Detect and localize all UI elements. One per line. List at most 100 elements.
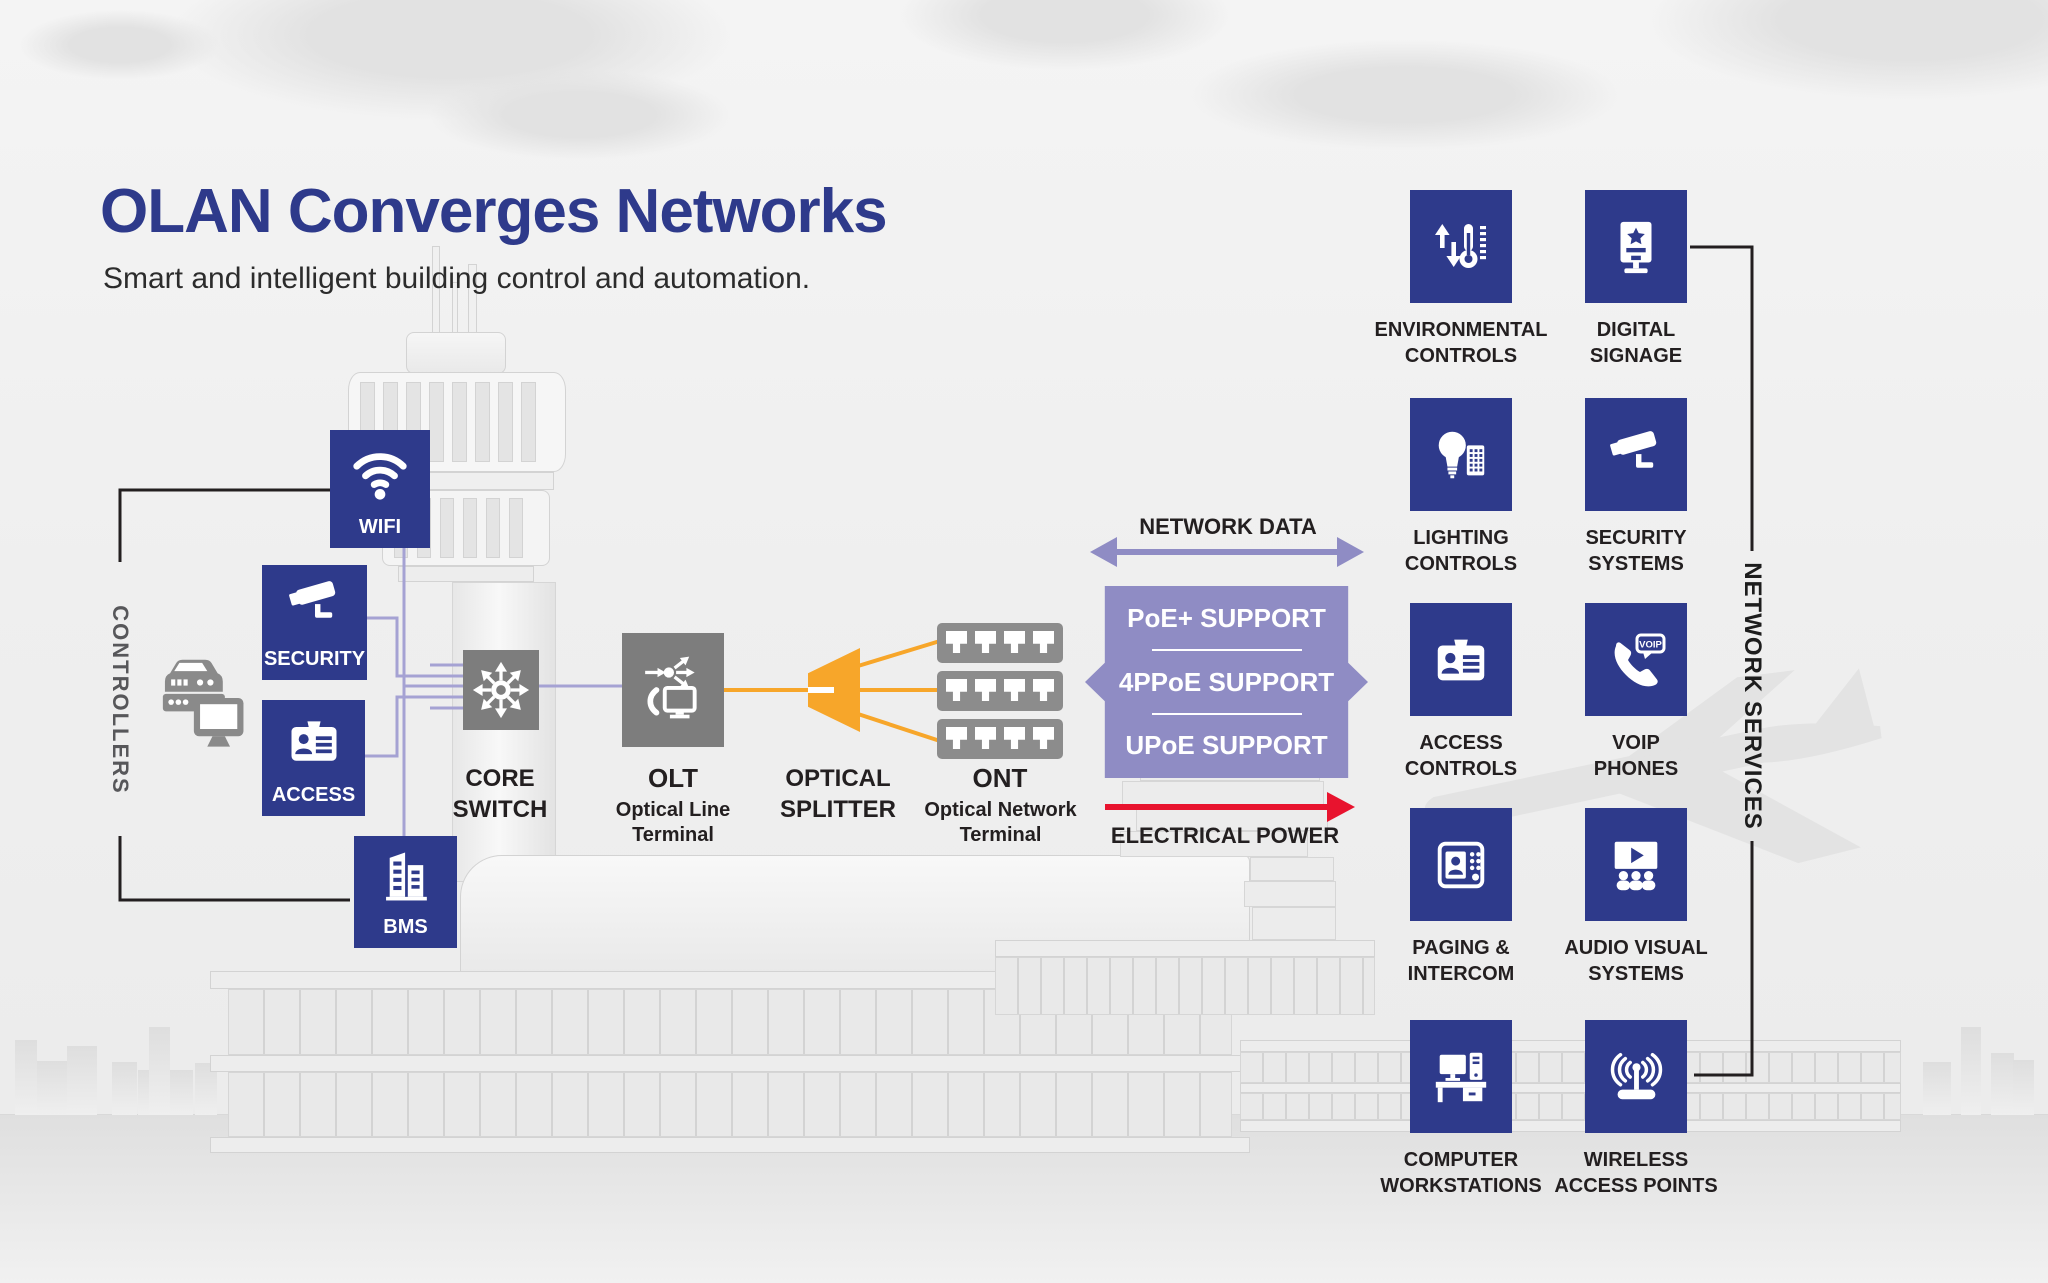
tower-cab-slat — [486, 498, 500, 558]
brick-slab — [1244, 881, 1336, 907]
service-label: ACCESS CONTROLS — [1404, 732, 1518, 780]
node-access: ACCESS — [262, 700, 365, 816]
voip-bubble-text: VOIP — [1639, 639, 1662, 650]
core-switch-icon — [470, 659, 532, 721]
wing-upper-glass — [995, 957, 1375, 1015]
node-wifi: WIFI — [330, 430, 430, 548]
skyline-building — [15, 1040, 37, 1115]
bracket-lines — [118, 245, 1754, 1077]
network-data-arrow — [1090, 537, 1364, 567]
wifi-icon — [348, 441, 412, 548]
rj45-port-icon — [1004, 631, 1025, 653]
tower-cab-slat — [521, 382, 536, 462]
ont-label: ONT — [972, 763, 1028, 793]
wing-band — [1240, 1040, 1901, 1052]
airplane-silhouette — [1424, 668, 1882, 864]
poe-line: 4PPoE SUPPORT — [1118, 666, 1335, 697]
olt-icon — [640, 655, 706, 725]
tower-cab-slat — [429, 382, 444, 462]
rj45-port-icon — [1033, 727, 1054, 749]
page-subtitle: Smart and intelligent building control a… — [103, 262, 811, 295]
buildings-icon — [376, 847, 436, 948]
terminal-glass-lower — [228, 1072, 1232, 1137]
brick-slab — [1122, 781, 1324, 805]
controllers-icon — [148, 636, 248, 760]
service-audio-visual: AUDIO VISUAL SYSTEMS — [1564, 808, 1708, 985]
ont-port-row — [937, 671, 1063, 711]
core-switch-label: CORE SWITCH — [452, 765, 548, 823]
node-bms: BMS — [354, 836, 457, 948]
service-label: SECURITY SYSTEMS — [1585, 527, 1687, 575]
tower-cab-slat — [498, 382, 513, 462]
av-screen-icon — [1605, 834, 1667, 896]
service-paging-intercom: PAGING & INTERCOM — [1408, 808, 1514, 985]
olt-label: OLT — [647, 763, 699, 793]
olt-sublabel: Optical Line Terminal — [615, 799, 731, 846]
divider — [1151, 712, 1302, 715]
cloud — [1190, 40, 1620, 150]
wing-glass — [1240, 1093, 1901, 1120]
service-digital-signage: DIGITAL SIGNAGE — [1585, 190, 1687, 367]
service-label: ENVIRONMENTAL CONTROLS — [1374, 319, 1548, 367]
brick-slab — [1252, 907, 1336, 940]
service-lighting-controls: LIGHTING CONTROLS — [1405, 398, 1517, 575]
wing-base-band — [1240, 1120, 1901, 1132]
lightbulb-icon — [1430, 424, 1492, 486]
service-label: VOIP PHONES — [1593, 732, 1679, 780]
electrical-power-arrow — [1105, 792, 1355, 822]
rj45-port-icon — [1033, 631, 1054, 653]
skyline-building — [149, 1027, 170, 1115]
voip-phone-icon: VOIP — [1604, 628, 1668, 692]
skyline-building — [112, 1062, 137, 1115]
core-switch-box — [463, 650, 539, 730]
terminal-glass-upper — [228, 989, 1232, 1055]
wing-glass — [1240, 1052, 1901, 1083]
skyline-building — [1961, 1027, 1981, 1115]
tower-cab-slat — [440, 498, 454, 558]
tower-cab-slat — [509, 498, 523, 558]
rj45-port-icon — [946, 631, 967, 653]
node-label: WIFI — [358, 516, 402, 538]
poe-line: UPoE SUPPORT — [1125, 730, 1328, 760]
wing-upper-band — [995, 940, 1375, 957]
skyline-building — [2013, 1060, 2034, 1115]
service-label: AUDIO VISUAL SYSTEMS — [1564, 937, 1708, 985]
thermometer-icon — [1429, 215, 1493, 279]
rj45-port-icon — [946, 727, 967, 749]
network-services-bracket-label: NETWORK SERVICES — [1739, 562, 1766, 830]
tower-cab-slat — [463, 498, 477, 558]
service-environmental-controls: ENVIRONMENTAL CONTROLS — [1375, 190, 1547, 367]
page-title: OLAN Converges Networks — [100, 177, 888, 246]
rj45-port-icon — [946, 679, 967, 701]
rj45-port-icon — [975, 727, 996, 749]
id-card-icon — [283, 711, 345, 816]
splitter-slit — [808, 687, 834, 693]
node-label: SECURITY — [263, 648, 366, 670]
node-label: BMS — [383, 916, 428, 938]
skyline-building — [1923, 1062, 1951, 1115]
service-label: WIRELESS ACCESS POINTS — [1554, 1149, 1718, 1197]
id-card-icon — [1429, 629, 1493, 691]
ont-port-row — [937, 623, 1063, 663]
service-label: DIGITAL SIGNAGE — [1589, 319, 1683, 367]
brick-slab — [1250, 857, 1334, 881]
rj45-port-icon — [1004, 679, 1025, 701]
ont-sublabel: Optical Network Terminal — [924, 799, 1077, 846]
rj45-port-icon — [1004, 727, 1025, 749]
service-label: PAGING & INTERCOM — [1407, 937, 1515, 985]
service-computer-workstations: COMPUTER WORKSTATIONS — [1380, 1020, 1542, 1197]
terminal-base-band — [210, 1137, 1250, 1153]
tower-band — [398, 566, 534, 582]
rj45-port-icon — [975, 631, 996, 653]
node-security: SECURITY — [262, 565, 367, 680]
rj45-port-icon — [975, 679, 996, 701]
electrical-power-label: ELECTRICAL POWER — [1110, 823, 1340, 848]
brick-slab — [1120, 831, 1308, 857]
service-access-controls: ACCESS CONTROLS — [1405, 603, 1517, 780]
node-label: ACCESS — [271, 784, 356, 806]
wing-band — [1240, 1083, 1901, 1093]
poe-support-banner: PoE+ SUPPORT 4PPoE SUPPORT UPoE SUPPORT — [1085, 586, 1368, 778]
service-voip-phones: VOIP VOIP PHONES — [1585, 603, 1687, 780]
